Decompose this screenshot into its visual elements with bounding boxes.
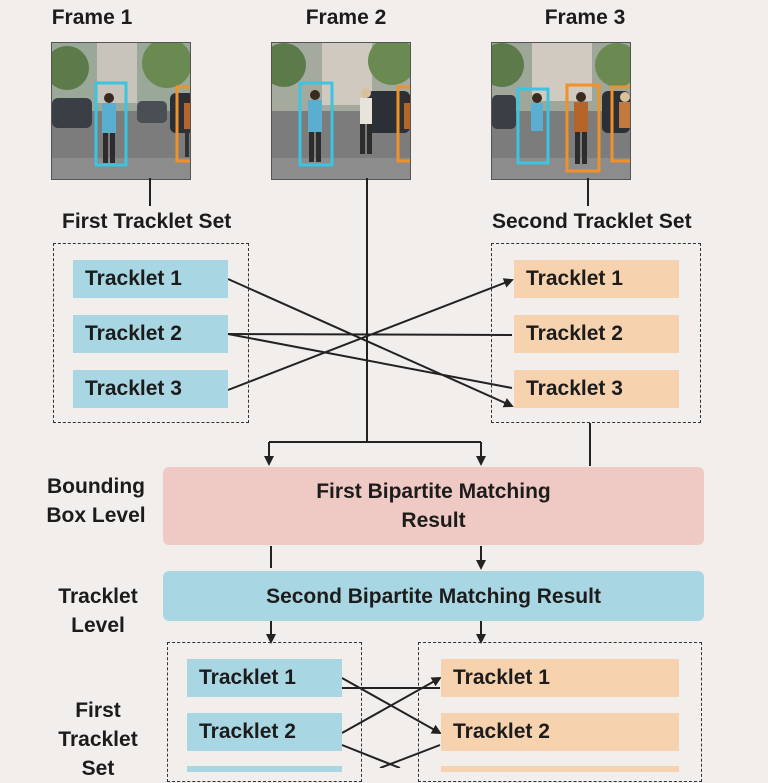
first-tracklet-set-group (53, 243, 249, 423)
tracklet-level-line-1: Tracklet (58, 585, 138, 608)
tracklet-level-line-2: Level (71, 614, 125, 637)
second-tracklet-set-title: Second Tracklet Set (492, 210, 692, 233)
bottom-second-set-tracklet-3-partial (441, 766, 679, 772)
bottom-set-line-2: Tracklet (58, 728, 138, 751)
frame-1-title: Frame 1 (51, 6, 133, 29)
bottom-second-set-tracklet-1: Tracklet 1 (441, 659, 679, 697)
frame-3-image (491, 42, 631, 180)
first-matching-line-1: First Bipartite Matching (316, 480, 551, 503)
first-set-tracklet-3: Tracklet 3 (73, 370, 228, 408)
second-bipartite-matching-box: Second Bipartite Matching Result (163, 571, 704, 621)
bottom-first-set-tracklet-3-partial (187, 766, 342, 772)
second-set-tracklet-2: Tracklet 2 (514, 315, 679, 353)
first-tracklet-set-title: First Tracklet Set (62, 210, 232, 233)
second-matching-label: Second Bipartite Matching Result (266, 584, 601, 608)
bottom-first-set-tracklet-2: Tracklet 2 (187, 713, 342, 751)
bottom-first-set-tracklet-1: Tracklet 1 (187, 659, 342, 697)
bounding-box-level-line-2: Box Level (46, 504, 146, 527)
bottom-second-set-tracklet-2: Tracklet 2 (441, 713, 679, 751)
bottom-set-line-3: Set (81, 757, 115, 780)
bottom-set-line-1: First (75, 699, 121, 722)
first-set-tracklet-1: Tracklet 1 (73, 260, 228, 298)
bounding-box-level-line-1: Bounding (47, 475, 145, 498)
frame-3-title: Frame 3 (544, 6, 626, 29)
second-tracklet-set-group (491, 243, 701, 423)
frame-1-image (51, 42, 191, 180)
first-bipartite-matching-box: First Bipartite Matching Result (163, 467, 704, 545)
first-matching-line-2: Result (401, 509, 466, 532)
tracklet-level-label: Tracklet Level (30, 582, 166, 640)
bottom-first-tracklet-set-label: First Tracklet Set (44, 696, 152, 783)
frame-2-image (271, 42, 411, 180)
first-set-tracklet-2: Tracklet 2 (73, 315, 228, 353)
second-set-tracklet-1: Tracklet 1 (514, 260, 679, 298)
frame-2-title: Frame 2 (305, 6, 387, 29)
second-set-tracklet-3: Tracklet 3 (514, 370, 679, 408)
bounding-box-level-label: Bounding Box Level (30, 472, 162, 530)
